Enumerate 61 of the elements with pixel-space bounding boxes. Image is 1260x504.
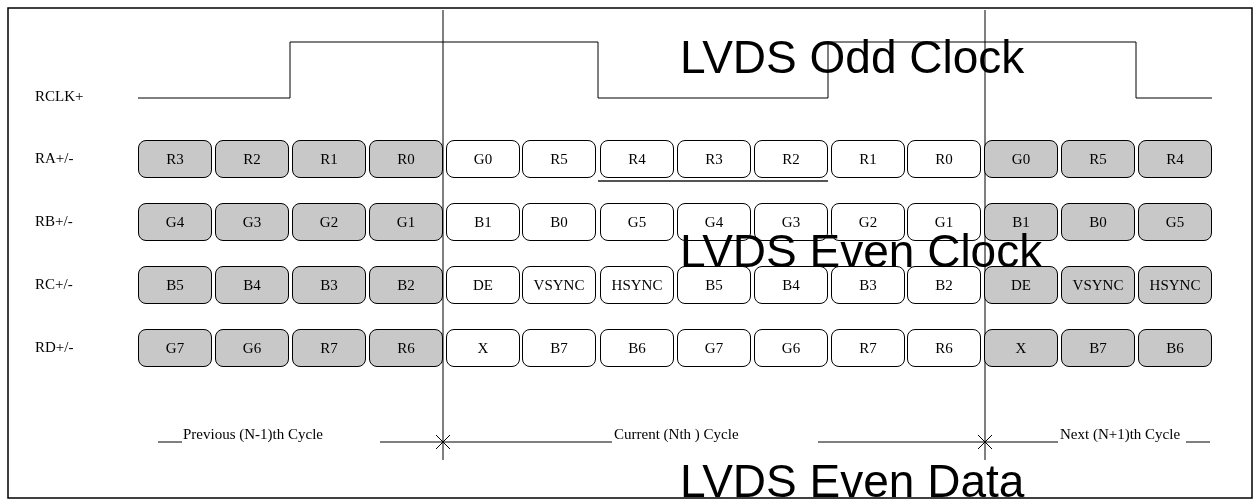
bit-slot: R4 [600, 140, 674, 178]
bit-slot: R2 [754, 140, 828, 178]
bit-slot: R5 [522, 140, 596, 178]
bit-slot: R6 [907, 329, 981, 367]
bit-slot: G2 [292, 203, 366, 241]
bit-slot: G5 [600, 203, 674, 241]
bit-slot: R7 [831, 329, 905, 367]
bit-slot: B7 [522, 329, 596, 367]
bit-slot: G5 [1138, 203, 1212, 241]
bit-slot: B3 [292, 266, 366, 304]
bit-slot: DE [446, 266, 520, 304]
bit-slot: R0 [369, 140, 443, 178]
bit-slot: HSYNC [1138, 266, 1212, 304]
bit-slot: R1 [292, 140, 366, 178]
cycle-label: Current (Nth ) Cycle [614, 426, 739, 443]
cycle-label: Next (N+1)th Cycle [1060, 426, 1181, 443]
bit-slot: G0 [446, 140, 520, 178]
bit-slot: G1 [369, 203, 443, 241]
bit-slot: G6 [754, 329, 828, 367]
bit-slot: X [446, 329, 520, 367]
bit-slot: VSYNC [1061, 266, 1135, 304]
bit-slot: G0 [984, 140, 1058, 178]
bit-slot: B4 [754, 266, 828, 304]
bit-slot: G6 [215, 329, 289, 367]
bit-slot: B5 [677, 266, 751, 304]
bit-slot: G4 [138, 203, 212, 241]
bit-slot: R7 [292, 329, 366, 367]
signal-label: RC+/- [35, 276, 73, 293]
bit-slot: G7 [677, 329, 751, 367]
signal-label: RA+/- [35, 150, 74, 167]
bit-slot: R2 [215, 140, 289, 178]
bit-slot: R1 [831, 140, 905, 178]
bit-slot: R5 [1061, 140, 1135, 178]
bit-slot: G7 [138, 329, 212, 367]
bit-slot: B6 [1138, 329, 1212, 367]
bit-slot: B0 [1061, 203, 1135, 241]
bit-slot: B5 [138, 266, 212, 304]
bit-slot: B2 [369, 266, 443, 304]
overlay-text: LVDS Odd Clock [680, 32, 1025, 83]
bit-slot: R3 [138, 140, 212, 178]
bit-slot: B0 [522, 203, 596, 241]
signal-label: RB+/- [35, 213, 73, 230]
bit-slot: R0 [907, 140, 981, 178]
bit-slot: R4 [1138, 140, 1212, 178]
bit-slot: DE [984, 266, 1058, 304]
bit-slot: G3 [215, 203, 289, 241]
bit-slot: R3 [677, 140, 751, 178]
bit-slot: B2 [907, 266, 981, 304]
bit-slot: VSYNC [522, 266, 596, 304]
bit-slot: B3 [831, 266, 905, 304]
bit-slot: HSYNC [600, 266, 674, 304]
bit-slot: B7 [1061, 329, 1135, 367]
signal-label: RD+/- [35, 339, 74, 356]
bit-slot: X [984, 329, 1058, 367]
bit-slot: B4 [215, 266, 289, 304]
overlay-text: LVDS Even Data [680, 456, 1025, 504]
bit-slot: B1 [446, 203, 520, 241]
cycle-label: Previous (N-1)th Cycle [183, 426, 323, 443]
bit-slot: R6 [369, 329, 443, 367]
bit-slot: B6 [600, 329, 674, 367]
signal-label: RCLK+ [35, 88, 84, 105]
